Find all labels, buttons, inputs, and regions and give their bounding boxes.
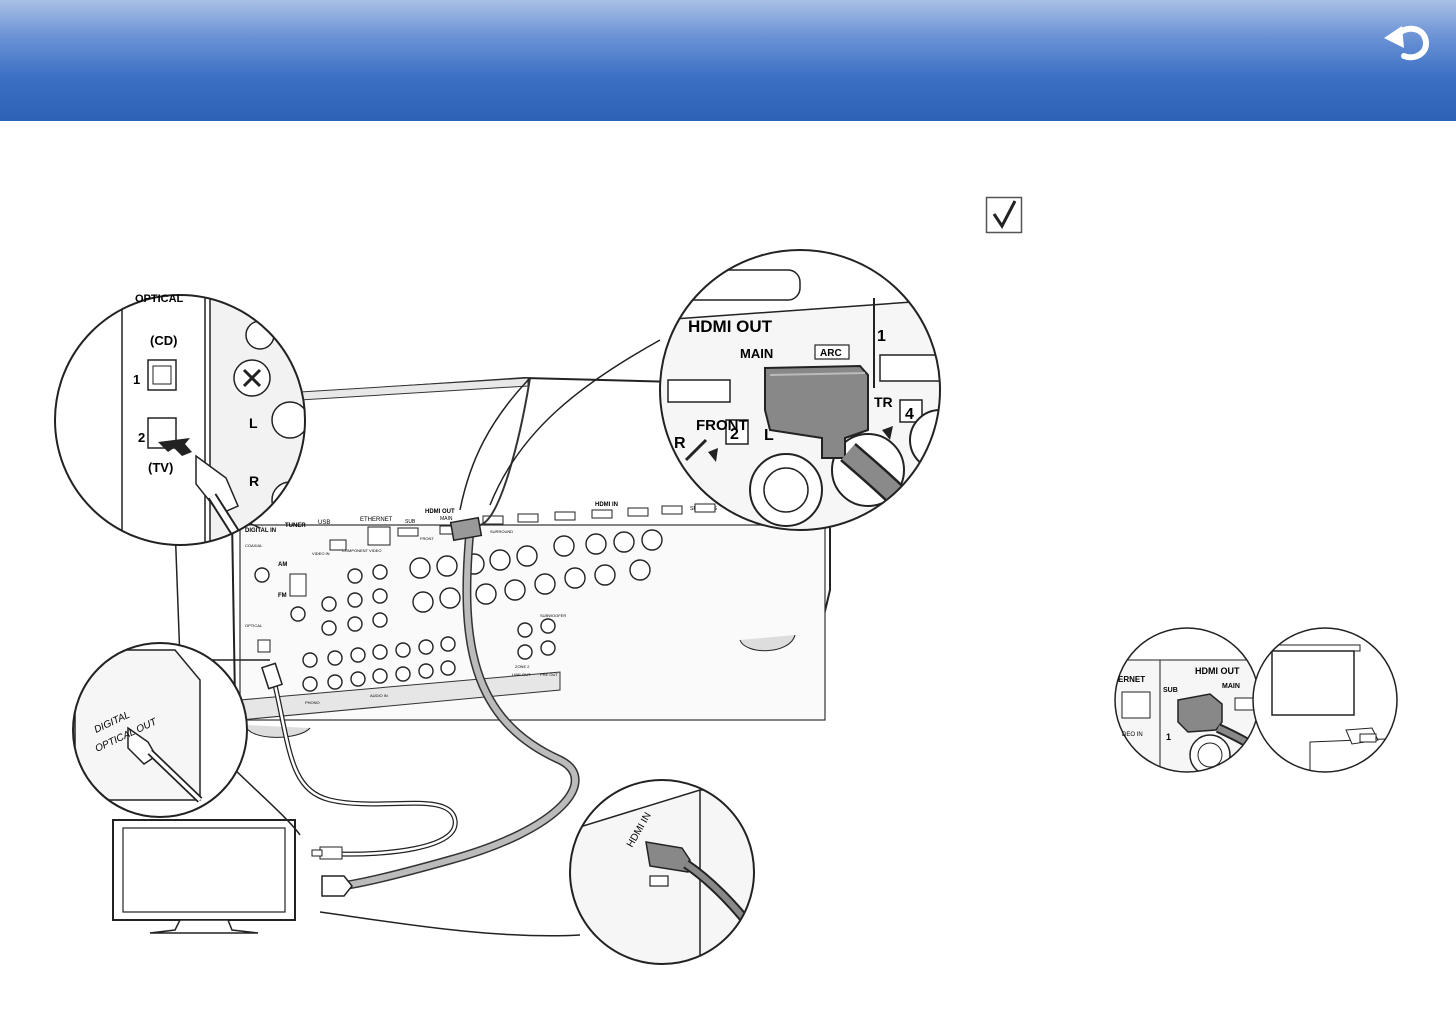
projector-illustration: HDMI OUT SUB MAIN ERNET DEO IN 1 (1110, 620, 1410, 790)
hdmi-main-label: MAIN (740, 346, 773, 361)
receiver-ethernet: ETHERNET (360, 517, 393, 523)
receiver-pre-out: PRE OUT (540, 672, 558, 677)
tv-optical-inset: DIGITAL OPTICAL OUT (73, 643, 247, 817)
back-button[interactable] (1380, 18, 1438, 68)
hdmi-r-label: R (674, 435, 686, 452)
projector-main: MAIN (1222, 683, 1240, 690)
receiver-optical: OPTICAL (245, 623, 263, 628)
hdmi-tr-label: TR (874, 394, 893, 410)
receiver-hdmi-in: HDMI IN (595, 502, 618, 508)
connection-illustration: DIGITAL IN TUNER USB ETHERNET HDMI OUT H… (0, 121, 960, 1030)
optical-side-r: R (249, 473, 259, 489)
receiver-phono: PHONO (305, 700, 320, 705)
header-bar (0, 0, 1456, 121)
projector-sub: SUB (1163, 687, 1178, 694)
receiver-surround: SURROUND (490, 529, 513, 534)
receiver-line-out: LINE OUT (512, 672, 531, 677)
receiver-digital-in: DIGITAL IN (245, 528, 276, 534)
receiver-front: FRONT (420, 536, 434, 541)
receiver-sub: SUB (405, 519, 416, 525)
projector-screen-inset (1253, 628, 1410, 790)
projector-num-1: 1 (1166, 732, 1171, 742)
optical-tv-label: (TV) (148, 460, 173, 475)
receiver-subwoofer: SUBWOOFER (540, 613, 566, 618)
receiver-component: COMPONENT VIDEO (342, 548, 382, 553)
hdmi-front-num: 2 (730, 426, 739, 443)
hdmi-arc-label: ARC (820, 348, 842, 359)
projector-hdmi-out: HDMI OUT (1195, 666, 1240, 676)
return-arrow-icon (1380, 18, 1438, 68)
receiver-coaxial: COAXIAL (245, 543, 263, 548)
projector-video-in: DEO IN (1122, 732, 1143, 738)
optical-jack-2: 2 (138, 430, 145, 445)
optical-jack-1: 1 (133, 372, 140, 387)
hdmi-out-title: HDMI OUT (688, 317, 773, 336)
tv-hdmi-in-inset: HDMI IN (570, 780, 760, 970)
hdmi-plug-receiver (451, 518, 482, 541)
receiver-video-in: VIDEO IN (312, 551, 330, 556)
receiver-audio-in: AUDIO IN (370, 693, 388, 698)
projector-ethernet: ERNET (1118, 675, 1145, 684)
optical-title: OPTICAL (135, 293, 184, 305)
checkmark-icon (985, 196, 1023, 234)
hdmi-num-4: 4 (905, 406, 914, 423)
optical-side-l: L (249, 415, 258, 431)
receiver-fm: FM (278, 593, 287, 599)
receiver-tuner: TUNER (285, 523, 306, 529)
hdmi-front-label: FRONT (696, 417, 748, 434)
hdmi-num-1: 1 (877, 328, 886, 345)
checkmark-box (985, 196, 1023, 234)
tv-illustration (113, 820, 295, 933)
receiver-usb: USB (318, 520, 330, 526)
receiver-zone2: ZONE 2 (515, 664, 530, 669)
optical-cd-label: (CD) (150, 333, 177, 348)
projector-receiver-inset: HDMI OUT SUB MAIN ERNET DEO IN 1 (1110, 628, 1270, 780)
receiver-am: AM (278, 562, 287, 568)
receiver-hdmi-out: HDMI OUT (425, 509, 455, 515)
receiver-main: MAIN (440, 516, 453, 522)
hdmi-l-label: L (764, 427, 774, 444)
